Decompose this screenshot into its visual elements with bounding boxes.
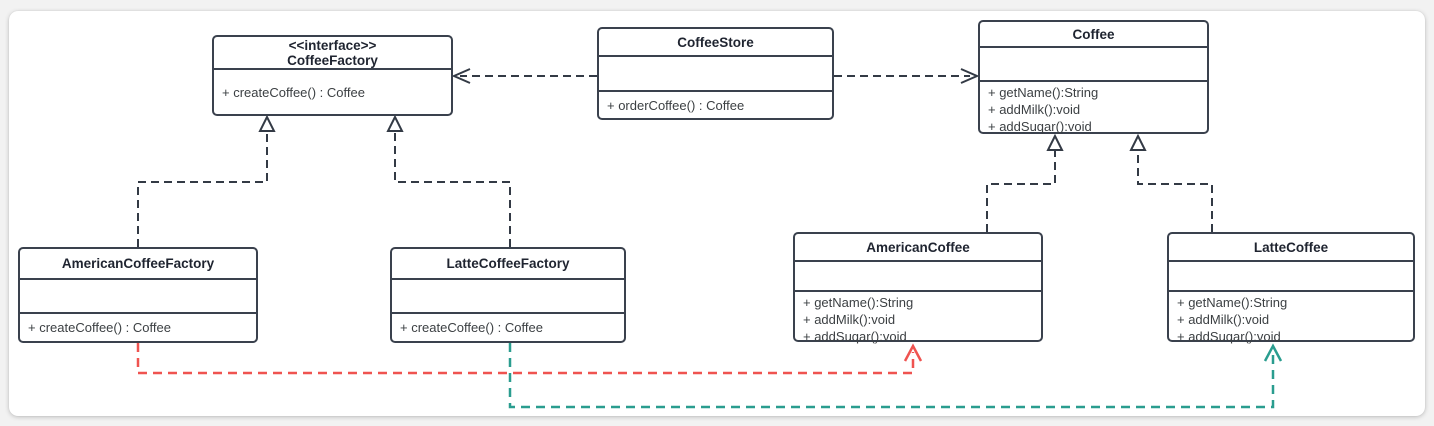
method-label: + getName():String [1177, 295, 1288, 310]
class-attributes-empty [1169, 262, 1413, 292]
class-lattecoffee: LatteCoffee + getName():String + addMilk… [1167, 232, 1415, 344]
class-name: AmericanCoffee [866, 239, 970, 255]
class-coffeefactory: <<interface>> CoffeeFactory + createCoff… [212, 35, 453, 116]
method-label: + addMilk():void [803, 312, 896, 327]
class-attributes-empty [392, 280, 624, 314]
class-methods: + getName():String + addMilk():void + ad… [980, 82, 1207, 137]
class-name: LatteCoffee [1253, 239, 1329, 255]
class-title: <<interface>> CoffeeFactory [214, 37, 451, 70]
class-coffee: Coffee + getName():String + addMilk():vo… [978, 20, 1209, 134]
class-americancoffee: AmericanCoffee + getName():String + addM… [793, 232, 1043, 344]
method-label: + addMilk():void [1177, 312, 1270, 327]
class-methods: + createCoffee() : Coffee [392, 314, 624, 341]
method-label: + addMilk():void [988, 102, 1081, 117]
class-attributes-empty [20, 280, 256, 314]
class-lattecoffeefactory: LatteCoffeeFactory + createCoffee() : Co… [390, 247, 626, 343]
class-methods: + getName():String + addMilk():void + ad… [795, 292, 1041, 347]
class-methods: + orderCoffee() : Coffee [599, 92, 832, 118]
method-label: + orderCoffee() : Coffee [607, 97, 745, 113]
class-attributes-empty [795, 262, 1041, 292]
class-title: LatteCoffeeFactory [392, 249, 624, 280]
class-name: CoffeeFactory [287, 52, 378, 68]
class-attributes-empty [599, 57, 832, 92]
class-name: Coffee [1072, 26, 1115, 42]
class-name: CoffeeStore [677, 34, 754, 50]
class-title: Coffee [980, 22, 1207, 48]
class-attributes-empty [980, 48, 1207, 82]
class-stereotype: <<interface>> [288, 37, 377, 53]
class-title: CoffeeStore [599, 29, 832, 57]
class-americancoffeefactory: AmericanCoffeeFactory + createCoffee() :… [18, 247, 258, 343]
class-name: AmericanCoffeeFactory [61, 256, 215, 271]
class-methods: + createCoffee() : Coffee [20, 314, 256, 341]
class-title: AmericanCoffeeFactory [20, 249, 256, 280]
class-methods: + createCoffee() : Coffee [214, 70, 451, 114]
method-label: + getName():String [803, 295, 914, 310]
class-methods: + getName():String + addMilk():void + ad… [1169, 292, 1413, 347]
method-label: + getName():String [988, 85, 1099, 100]
method-label: + addSuqar():void [1177, 329, 1281, 344]
class-title: AmericanCoffee [795, 234, 1041, 262]
method-label: + addSuqar():void [803, 329, 907, 344]
class-title: LatteCoffee [1169, 234, 1413, 262]
class-coffeestore: CoffeeStore + orderCoffee() : Coffee [597, 27, 834, 120]
method-label: + createCoffee() : Coffee [222, 84, 365, 100]
class-name: LatteCoffeeFactory [446, 256, 570, 271]
method-label: + createCoffee() : Coffee [400, 320, 543, 335]
method-label: + addSuqar():void [988, 119, 1092, 134]
method-label: + createCoffee() : Coffee [28, 320, 171, 335]
